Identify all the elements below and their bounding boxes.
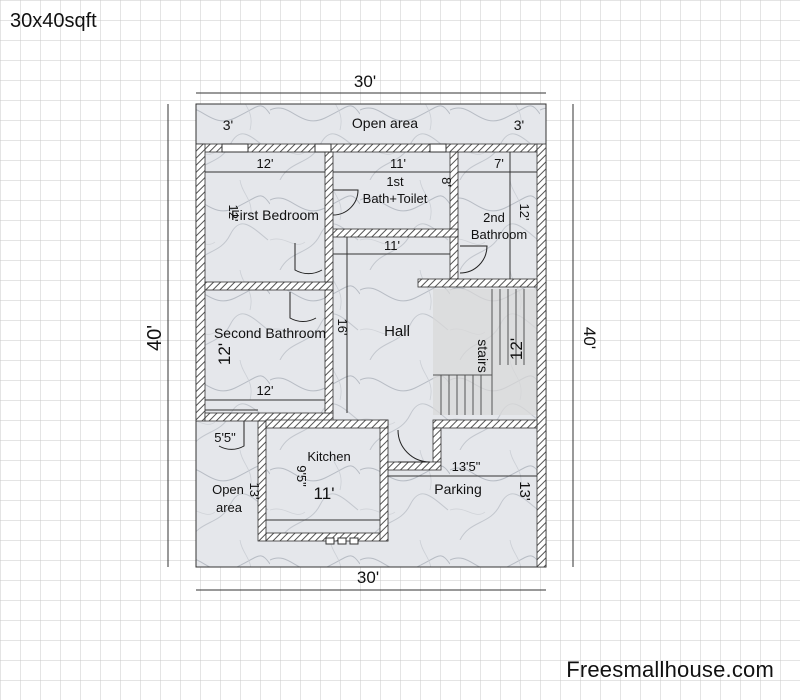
label-bath2-line2: Bathroom [471,227,527,242]
dim-hall-depth: 16' [335,319,350,336]
dim-first-bedroom-depth: 12' [226,205,241,222]
dim-stairs-depth: 12' [507,338,526,360]
page-title: 30x40sqft [10,10,97,32]
label-open-area-top: Open area [352,115,418,131]
stair-treads [433,289,525,415]
dim-open-strip-left: 3' [223,117,233,133]
label-bath-line1: 1st [386,174,404,189]
dim-right-depth: 40' [580,327,599,349]
dimension-lines [167,92,574,591]
small-window-marks [221,143,447,545]
door-swings [218,189,488,463]
dim-left-depth: 40' [144,325,166,351]
label-hall: Hall [384,323,410,340]
dim-kitchen-depth: 9'5" [294,465,309,487]
walls [195,143,547,568]
dim-hall-width: 11' [384,238,400,253]
dim-kitchen-width: 11' [314,484,335,503]
dim-bath2-depth: 12' [517,204,532,221]
dim-top-width: 30' [354,72,376,91]
label-parking: Parking [434,481,481,497]
dim-second-bath-depth: 12' [215,343,234,365]
label-open-area-bottom-line2: area [216,500,243,515]
label-stairs: stairs [475,339,491,372]
dim-parking-depth: 13' [516,481,533,501]
label-bath-line2: Bath+Toilet [363,191,428,206]
dim-bath-width: 11' [390,156,406,171]
dim-first-bedroom-width: 12' [257,156,274,171]
dim-open-strip-right: 3' [514,117,524,133]
dim-parking-width: 13'5" [452,459,481,474]
label-first-bedroom: First Bedroom [231,207,319,223]
dim-bath2-width: 7' [494,156,504,171]
stairs-area [433,289,537,415]
label-bath2-line1: 2nd [483,210,505,225]
dim-second-bath-width: 12' [257,383,274,398]
dim-bath-depth: 8' [439,177,454,187]
website-watermark: Freesmallhouse.com [566,657,774,682]
dim-bottom-width: 30' [357,568,379,587]
label-kitchen: Kitchen [307,449,350,464]
label-open-area-bottom-line1: Open [212,482,244,497]
dim-open-area-depth: 13' [247,483,262,500]
dim-passage-width: 5'5" [214,430,236,445]
label-second-bathroom: Second Bathroom [214,325,326,341]
